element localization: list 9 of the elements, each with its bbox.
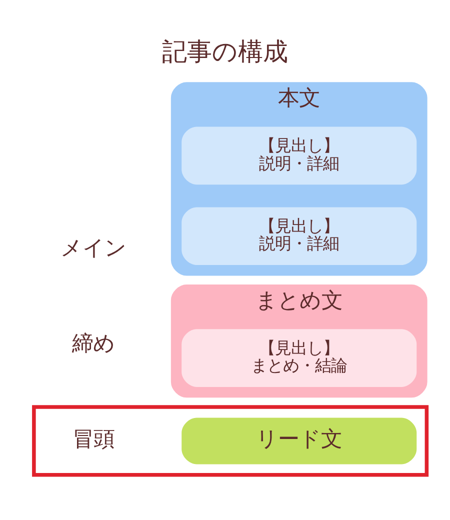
diagram-title: 記事の構成 <box>162 39 288 66</box>
label: メイン <box>60 236 127 260</box>
label: 冒頭 <box>72 427 115 452</box>
node-box: 【見出し】 説明・詳細 <box>182 207 417 266</box>
label: 締め <box>72 332 116 356</box>
node-box: リード文 <box>182 418 417 464</box>
node-box: 【見出し】 まとめ・結論 <box>182 329 417 387</box>
node-box: 【見出し】 説明・詳細 <box>182 126 417 185</box>
cluster <box>32 405 429 477</box>
